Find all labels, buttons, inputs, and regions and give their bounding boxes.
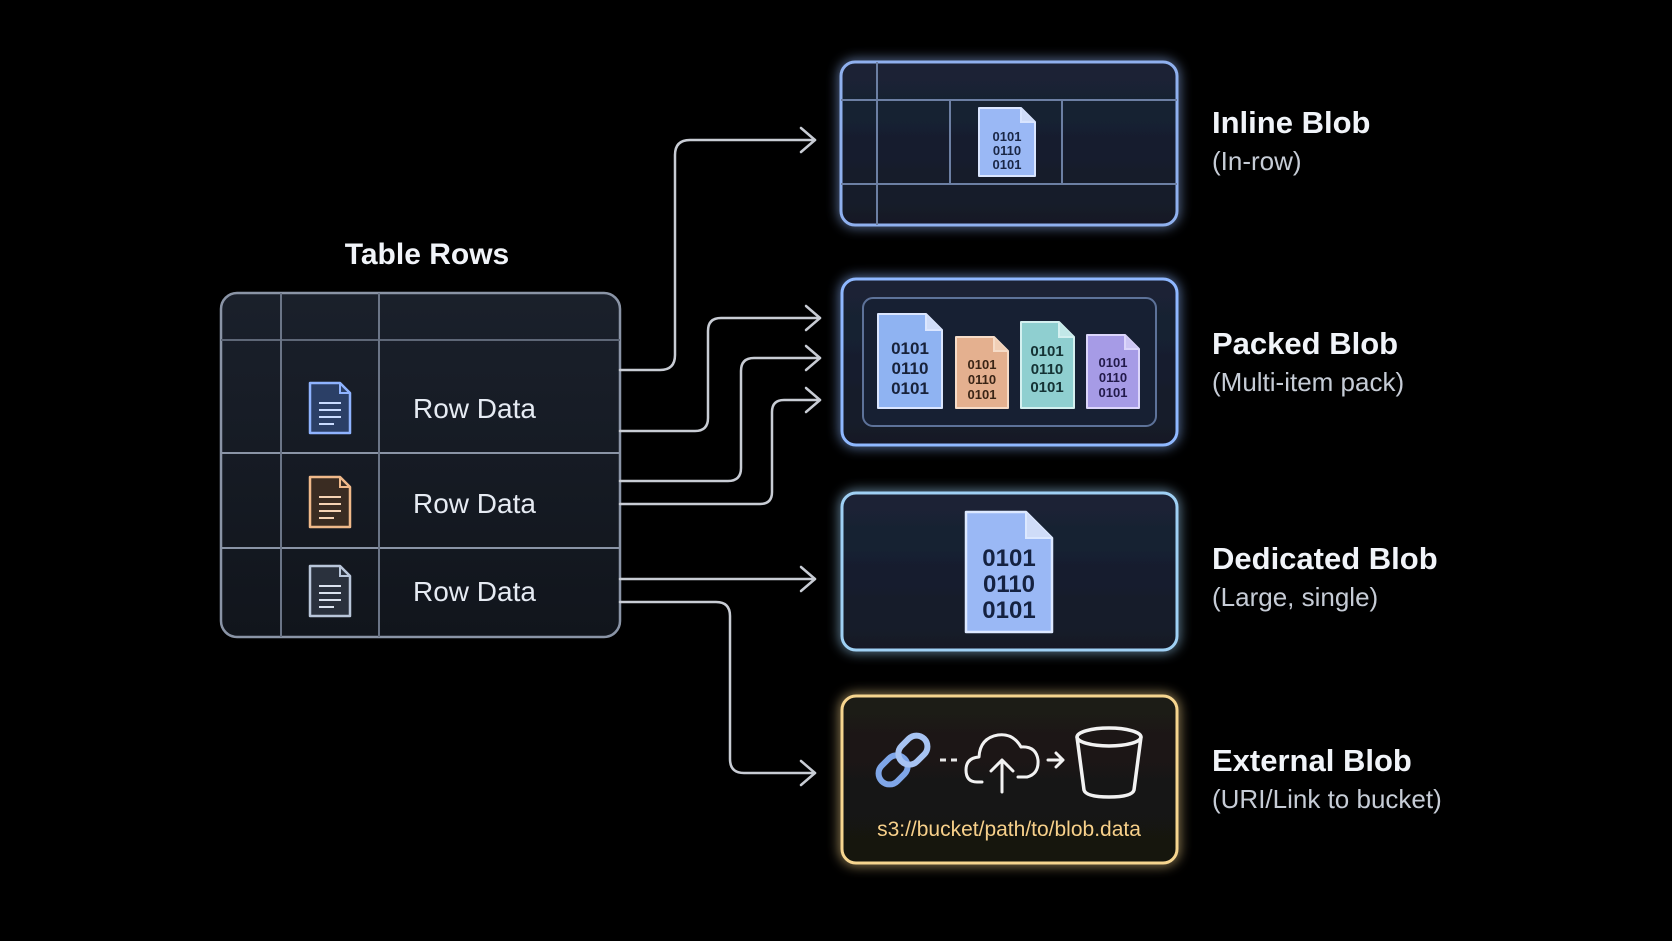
binary-line: 0101: [982, 597, 1035, 624]
external-blob-box: s3://bucket/path/to/blob.data: [840, 694, 1179, 865]
packed-blob-box: 0101 0110 0101 0101 0110 0101 0101 0110 …: [840, 277, 1179, 447]
dedicated-blob-title: Dedicated Blob: [1212, 541, 1438, 576]
row-data-label: Row Data: [413, 576, 536, 607]
binary-line: 0101: [1099, 385, 1128, 400]
external-uri: s3://bucket/path/to/blob.data: [877, 818, 1141, 841]
binary-line: 0101: [982, 545, 1035, 572]
row-data-label: Row Data: [413, 488, 536, 519]
binary-line: 0110: [892, 359, 929, 378]
cloud-upload-icon: [964, 733, 1040, 794]
binary-line: 0110: [983, 571, 1035, 598]
connector-to-inline: [618, 138, 817, 372]
binary-line: 0101: [891, 339, 929, 358]
external-blob-title: External Blob: [1212, 743, 1412, 778]
binary-line: 0110: [968, 372, 996, 387]
bucket-icon: [1075, 726, 1143, 799]
packed-blob-subtitle: (Multi-item pack): [1212, 367, 1404, 397]
binary-line: 0101: [1030, 379, 1063, 396]
binary-line: 0101: [968, 387, 997, 402]
link-icon: [875, 732, 931, 788]
binary-line: 0101: [891, 379, 929, 398]
inline-blob-title: Inline Blob: [1212, 105, 1370, 140]
inline-blob-box: 0101 0110 0101: [839, 60, 1179, 227]
binary-file-icon: 0101 0110 0101: [877, 313, 943, 409]
table-row: Row Data: [308, 564, 536, 618]
binary-file-icon: 0101 0110 0101: [978, 107, 1036, 177]
binary-line: 0110: [1099, 370, 1127, 385]
table-row: Row Data: [308, 475, 536, 529]
document-icon: [308, 564, 352, 618]
document-icon: [308, 475, 352, 529]
dedicated-blob-subtitle: (Large, single): [1212, 582, 1378, 612]
binary-line: 0101: [993, 129, 1022, 144]
binary-line: 0101: [1030, 343, 1063, 360]
row-data-label: Row Data: [413, 393, 536, 424]
dedicated-blob-box: 0101 0110 0101: [840, 491, 1179, 652]
binary-file-icon: 0101 0110 0101: [955, 336, 1009, 409]
binary-file-icon: 0101 0110 0101: [1020, 321, 1075, 409]
binary-line: 0101: [968, 357, 997, 372]
table-row: Row Data: [308, 381, 536, 435]
connector-to-external: [618, 600, 817, 775]
inline-blob-subtitle: (In-row): [1212, 146, 1302, 176]
external-blob-subtitle: (URI/Link to bucket): [1212, 784, 1442, 814]
binary-line: 0101: [1099, 355, 1128, 370]
connector-to-packed: [618, 398, 822, 506]
binary-line: 0110: [993, 143, 1021, 158]
binary-file-icon: 0101 0110 0101: [964, 510, 1054, 634]
connectors: [618, 126, 822, 787]
table-rows: [219, 291, 622, 639]
packed-blob-title: Packed Blob: [1212, 326, 1398, 361]
binary-line: 0110: [1031, 361, 1064, 378]
connector-to-packed: [618, 356, 822, 483]
binary-file-icon: 0101 0110 0101: [1086, 334, 1140, 409]
document-icon: [308, 381, 352, 435]
binary-line: 0101: [993, 157, 1022, 172]
connector-to-packed: [618, 316, 822, 433]
table-title: Table Rows: [345, 238, 509, 271]
